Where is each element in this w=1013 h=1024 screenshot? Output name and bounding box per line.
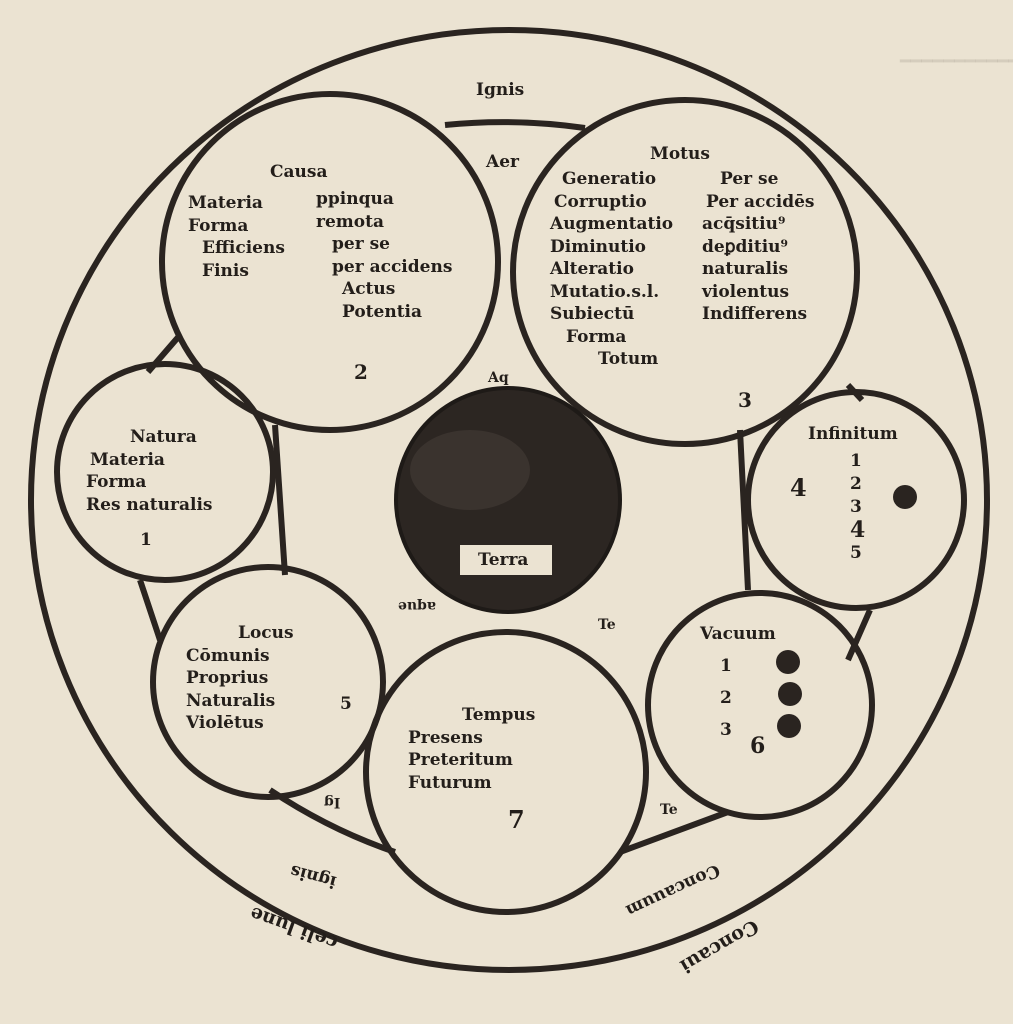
list-item: Finis [202,260,249,281]
vacuum-circle [645,590,875,820]
locus-circle [150,564,386,800]
infinitum-big-number: 4 [790,473,807,502]
motus-number: 3 [738,388,752,412]
natura-circle [54,361,276,583]
list-item: Locus [238,623,294,643]
terra-mark-bottom: Te [660,802,678,818]
list-item: Violētus [186,713,264,733]
natura-list: Natura Materia Forma Res naturalis [86,426,212,516]
motus-title: Motus [650,144,710,164]
list-item: Cōmunis [186,645,270,666]
list-item: 2 [850,474,862,494]
causa-circle [159,91,501,433]
list-item: remota [316,211,384,232]
list-item: Diminutio [550,236,647,257]
list-item: Indifferens [702,304,808,324]
infinitum-dot [893,485,917,509]
infinitum-circle [745,389,967,611]
list-item: Materia [188,193,263,213]
list-item: Potentia [342,301,423,322]
tempus-number: 7 [508,805,525,834]
list-item: Tempus [462,705,536,725]
list-item: Totum [598,349,659,369]
motus-left-list: Generatio Corruptio Augmentatio Diminuti… [550,168,673,371]
list-item: Preteritum [408,750,513,770]
list-item: per accidens [332,256,453,277]
list-item: Per se [720,169,779,189]
list-item: 3 [850,497,862,517]
list-item: acq̄sitiu⁹ [702,214,786,234]
list-item: Actus [342,279,396,299]
list-item: Futurum [408,772,492,793]
infinitum-title: Infinitum [808,424,898,444]
list-item: ppinqua [316,189,394,209]
terra-mark-right: Te [598,617,616,633]
aqua-label: Aq [488,370,509,386]
locus-number: 5 [340,694,352,714]
list-item: Naturalis [186,690,276,711]
list-item: Forma [86,472,147,492]
show-through-text: ━━━━━━━━━━━━ [900,51,1013,72]
tempus-list: Tempus Presens Preteritum Futurum [408,704,535,794]
vacuum-title: Vacuum [700,624,776,644]
list-item: 1 [850,451,862,471]
list-item: violentus [702,281,790,302]
list-item: per se [332,234,390,254]
list-item: Alteratio [550,259,634,279]
vacuum-dot-3 [777,714,801,738]
list-item: Forma [566,326,627,347]
list-item: Corruptio [554,191,647,212]
natura-number: 1 [140,530,152,550]
list-item: Proprius [186,668,269,688]
list-item: Natura [130,427,197,447]
ignis-mark: Ig [324,794,341,810]
outer-circle [28,27,990,973]
list-item: naturalis [702,259,789,279]
aque-label: aque [398,598,436,614]
list-item: Mutatio.s.l. [550,281,660,302]
ignis-label: Ignis [476,80,525,100]
aer-label: Aer [486,152,519,172]
list-item: Subiectū [550,304,635,324]
motus-circle [510,97,860,447]
vacuum-big-number: 6 [750,733,766,759]
list-item: Res naturalis [86,494,213,515]
list-item: Materia [90,449,165,470]
locus-list: Locus Cōmunis Proprius Naturalis Violētu… [186,622,294,735]
list-item: Per accidēs [706,191,815,212]
list-item: 2 [720,688,732,708]
list-item: 1 [720,656,732,676]
list-item: 5 [850,543,862,563]
motus-right-list: Per se Per accidēs acq̄sitiu⁹ deꝑditiu⁹ … [702,168,814,326]
vacuum-dot-1 [776,650,800,674]
causa-number: 2 [354,360,368,384]
list-item: Forma [188,215,249,236]
causa-left-list: Materia Forma Efficiens Finis [188,192,285,282]
list-item: Generatio [562,169,657,189]
tempus-circle [363,629,649,915]
list-item: Presens [408,727,483,748]
causa-title: Causa [270,162,328,182]
causa-right-list: ppinqua remota per se per accidens Actus… [316,188,452,323]
terra-label: Terra [478,550,529,570]
list-item: 3 [720,720,732,740]
list-item: deꝑditiu⁹ [702,236,788,257]
vacuum-numbers: 1 2 3 [720,650,732,746]
infinitum-numbers: 1 2 3 4 5 [850,450,865,565]
list-item: 4 [850,517,866,543]
list-item: Efficiens [202,238,285,258]
terra-label-box [460,545,552,575]
vacuum-dot-2 [778,682,802,706]
list-item: Augmentatio [550,214,674,234]
